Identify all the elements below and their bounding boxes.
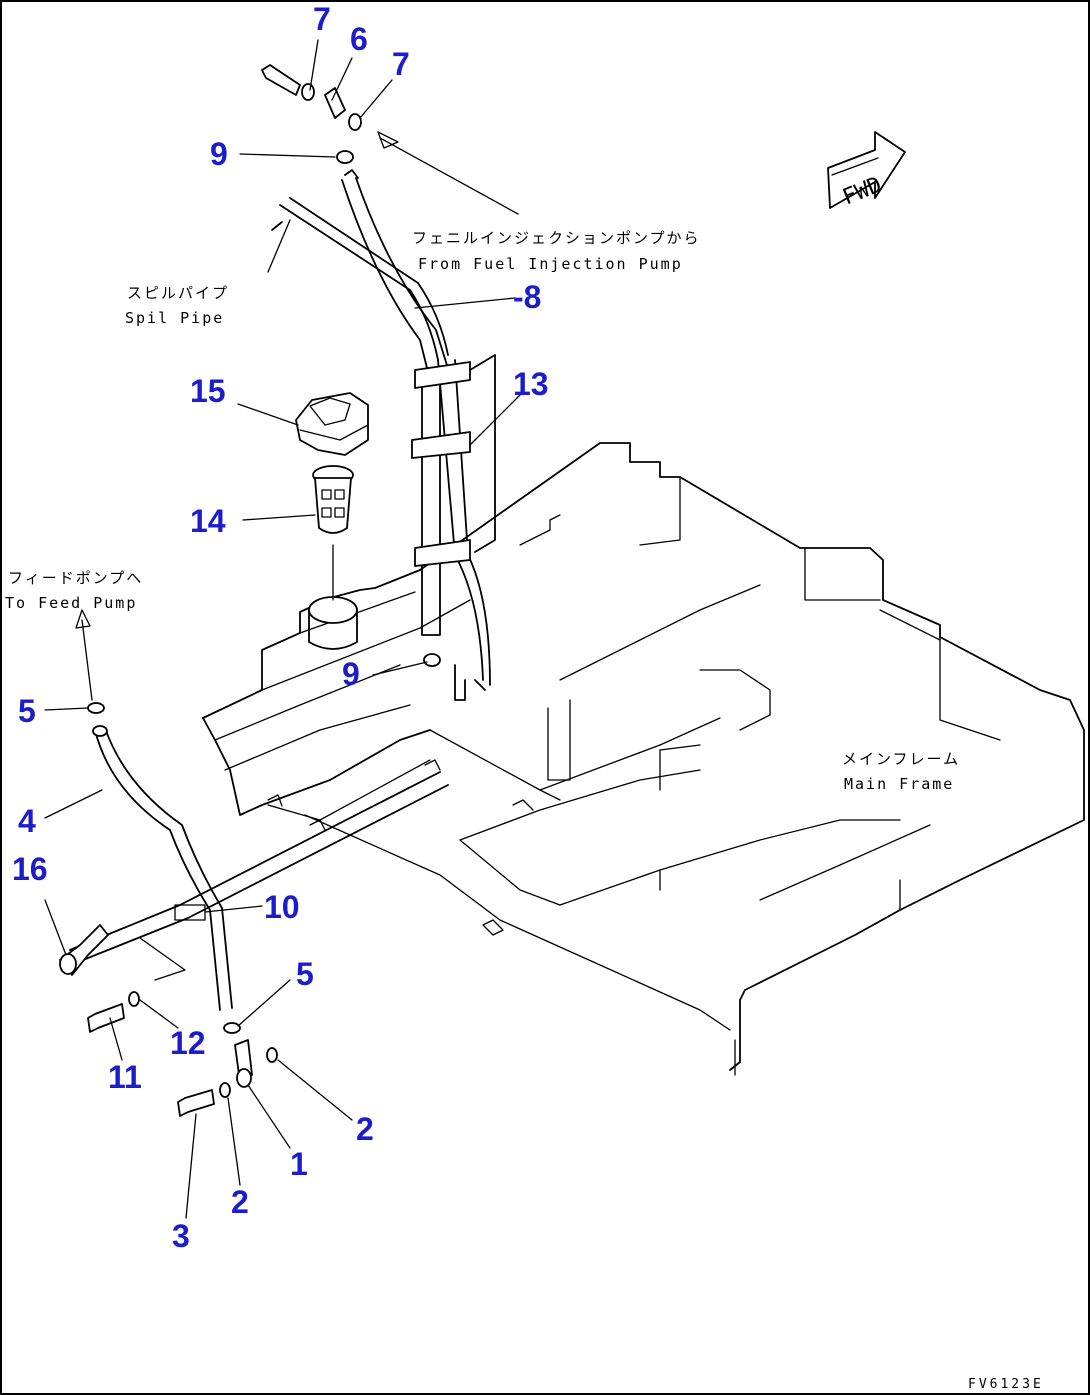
main-frame-drawing [202,442,1085,1076]
callout-12: 12 [170,1025,206,1061]
callouts: 7 6 7 9 -8 13 15 14 9 5 4 16 10 5 12 11 … [12,1,549,1254]
callout-15: 15 [190,373,226,409]
leader-lines [44,39,521,1219]
drawing-code: FV6123E [968,1377,1044,1392]
fuel-cap-part [295,392,369,456]
callout-9-lower: 9 [342,656,360,692]
note-from-pump-jp: フェニルインジェクションポンプから [412,229,701,247]
callout-14: 14 [190,503,226,539]
callout-7-top-left: 7 [313,1,331,37]
callout-3: 3 [172,1218,190,1254]
callout-1: 1 [290,1146,308,1182]
callout-2-right: 2 [356,1111,374,1147]
bottom-fittings [87,991,278,1117]
note-spill-pipe-jp: スピルパイプ [127,284,229,302]
return-pipe-8 [341,169,496,701]
callout-4: 4 [18,803,36,839]
callout-16: 16 [12,851,48,887]
note-main-frame-jp: メインフレーム [842,750,960,768]
note-main-frame-en: Main Frame [844,775,954,793]
callout-5-upper: 5 [18,693,36,729]
strainer-part [312,465,354,534]
note-from-pump-en: From Fuel Injection Pump [418,255,683,273]
top-fittings [261,64,441,667]
feed-pipe-4 [59,702,449,1011]
fwd-arrow-icon: FWD [827,131,906,210]
callout-7-top-right: 7 [392,46,410,82]
callout-10: 10 [264,889,300,925]
annotations: フェニルインジェクションポンプから From Fuel Injection Pu… [5,229,1044,1392]
callout-5-lower: 5 [296,956,314,992]
note-to-feed-pump-en: To Feed Pump [5,594,137,612]
callout-13: 13 [513,366,549,402]
fwd-label: FWD [839,172,885,210]
filler-neck [308,544,358,650]
callout-9-top: 9 [210,136,228,172]
callout-6: 6 [350,21,368,57]
note-to-feed-pump-jp: フィードポンプへ [8,569,143,587]
callout-2-lower: 2 [231,1184,249,1220]
callout-11: 11 [108,1059,142,1095]
callout-8: -8 [513,279,541,315]
spill-pipe [271,197,449,361]
note-spill-pipe-en: Spil Pipe [125,309,224,327]
